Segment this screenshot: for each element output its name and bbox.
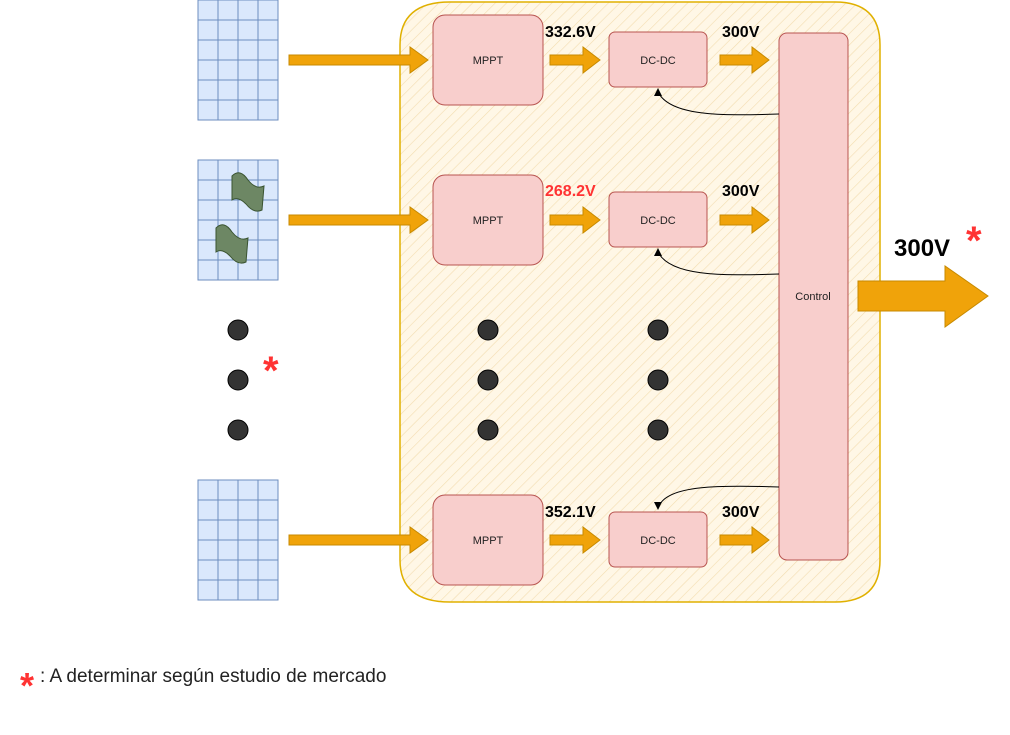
mppt-voltage-2: 268.2V <box>545 183 596 200</box>
ellipsis-dots-mppt <box>477 319 499 441</box>
arrow-panel-to-mppt-3 <box>288 526 429 554</box>
arrow-mppt-to-dcdc-2 <box>549 205 601 235</box>
mppt-box-2 <box>432 174 544 266</box>
output-voltage-1: 300V <box>722 24 760 41</box>
mppt-box-3 <box>432 494 544 586</box>
mppt-label-1: MPPT <box>473 55 504 67</box>
solar-panel-3 <box>197 479 279 601</box>
feedback-arrow-3 <box>654 485 780 510</box>
panels-asterisk: * <box>263 349 279 393</box>
dcdc-label-1: DC-DC <box>640 55 675 67</box>
arrow-dcdc-to-control-1 <box>719 45 770 75</box>
main-output-voltage: 300V <box>894 235 950 262</box>
arrow-mppt-to-dcdc-1 <box>549 45 601 75</box>
shade-patch-icon <box>215 224 249 264</box>
feedback-arrow-1 <box>654 88 780 116</box>
main-output-arrow <box>857 265 989 328</box>
mppt-box-1 <box>432 14 544 106</box>
converter-enclosure <box>399 1 881 603</box>
mppt-voltage-3: 352.1V <box>545 504 596 521</box>
dcdc-label-2: DC-DC <box>640 215 675 227</box>
arrow-dcdc-to-control-2 <box>719 205 770 235</box>
arrow-dcdc-to-control-3 <box>719 525 770 555</box>
dcdc-box-3 <box>608 511 708 568</box>
solar-panel-2 <box>197 159 279 281</box>
arrow-mppt-to-dcdc-3 <box>549 525 601 555</box>
arrow-panel-to-mppt-2 <box>288 206 429 234</box>
output-voltage-2: 300V <box>722 183 760 200</box>
mppt-label-2: MPPT <box>473 215 504 227</box>
ellipsis-dots-panels <box>227 319 249 441</box>
dcdc-label-3: DC-DC <box>640 535 675 547</box>
footnote-text: : A determinar según estudio de mercado <box>40 666 386 687</box>
dcdc-box-2 <box>608 191 708 248</box>
dcdc-box-1 <box>608 31 708 88</box>
arrow-panel-to-mppt-1 <box>288 46 429 74</box>
control-label: Control <box>795 291 830 303</box>
ellipsis-dots-dcdc <box>647 319 669 441</box>
control-box <box>778 32 849 561</box>
output-voltage-3: 300V <box>722 504 760 521</box>
feedback-arrow-2 <box>654 248 780 276</box>
mppt-voltage-1: 332.6V <box>545 24 596 41</box>
solar-panel-1 <box>197 0 279 121</box>
shade-patch-icon <box>231 172 265 212</box>
footnote-asterisk: * <box>20 665 34 706</box>
mppt-label-3: MPPT <box>473 535 504 547</box>
main-output-asterisk: * <box>966 219 982 263</box>
